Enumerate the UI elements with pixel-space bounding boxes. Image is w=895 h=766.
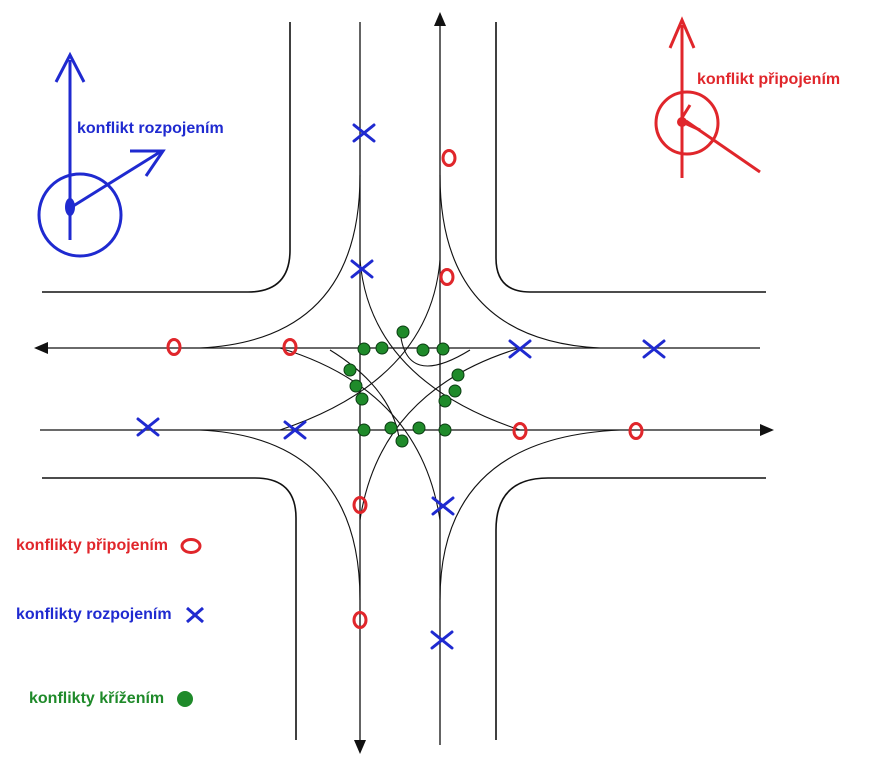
legend-cross: konflikty křížením xyxy=(29,689,199,709)
x-cross-icon xyxy=(186,606,205,624)
merge-circle xyxy=(654,90,720,156)
merge-conflict-marker xyxy=(628,422,644,440)
split-conflicts xyxy=(136,123,666,650)
merge-conflict-annotation: konflikt připojením xyxy=(697,71,841,88)
legend-split-label: konflikty rozpojením xyxy=(16,606,172,624)
crossing-conflict-marker xyxy=(448,384,462,398)
crossing-conflict-marker xyxy=(396,325,410,339)
crossing-conflict-marker xyxy=(343,363,357,377)
crossing-conflict-marker xyxy=(416,343,430,357)
turn-inner-right xyxy=(399,329,471,367)
merge-conflict-marker xyxy=(439,268,455,286)
turn-s-to-e xyxy=(359,259,521,431)
crossing-conflict-marker xyxy=(395,434,409,448)
split-conflict-marker xyxy=(642,339,666,359)
crossing-conflict-marker xyxy=(349,379,363,393)
merge-conflict-marker xyxy=(282,338,298,356)
merge-conflict-marker xyxy=(441,149,457,167)
crossing-conflict-marker xyxy=(357,342,371,356)
split-conflict-marker xyxy=(431,496,455,516)
crossing-conflict-marker xyxy=(451,368,465,382)
split-conflict-marker xyxy=(350,259,374,279)
turn-inner-left xyxy=(329,349,401,446)
turn-e-to-s xyxy=(359,347,521,521)
crossing-conflict-marker xyxy=(438,423,452,437)
curb-top-left xyxy=(42,22,291,293)
split-arrow-diag-head xyxy=(130,149,166,177)
road-curbs xyxy=(42,22,766,740)
split-center-dot xyxy=(65,198,75,216)
split-conflict-marker xyxy=(283,420,307,440)
merge-conflict-marker xyxy=(512,422,528,440)
split-conflict-illustration xyxy=(37,51,166,258)
turn-n-to-w xyxy=(279,259,441,431)
merge-conflict-marker xyxy=(352,496,368,514)
legend-merge-label: konflikty připojením xyxy=(16,537,169,555)
circle-ring-icon xyxy=(180,538,202,554)
crossing-conflict-marker xyxy=(436,342,450,356)
merge-conflict-marker xyxy=(352,611,368,629)
split-arrow-diag xyxy=(69,150,161,210)
merge-conflicts xyxy=(166,149,644,629)
split-conflict-annotation: konflikt rozpojením xyxy=(77,120,224,137)
crossing-conflict-marker xyxy=(375,341,389,355)
curb-top-right xyxy=(495,22,766,293)
turn-nw-outer xyxy=(199,174,361,349)
legend-merge: konflikty připojením xyxy=(16,537,204,555)
crossing-conflicts xyxy=(343,325,465,448)
curb-bottom-left xyxy=(42,477,297,740)
crossing-conflict-marker xyxy=(357,423,371,437)
split-conflict-marker xyxy=(508,339,532,359)
crossing-conflict-marker xyxy=(412,421,426,435)
crossing-conflict-marker xyxy=(438,394,452,408)
split-circle xyxy=(37,172,123,258)
turn-ne-outer xyxy=(439,174,601,349)
crossing-conflict-marker xyxy=(384,421,398,435)
merge-center-dot xyxy=(677,117,687,127)
curb-bottom-right xyxy=(495,477,766,740)
merge-conflict-illustration xyxy=(654,16,761,178)
merge-arrow-up-head xyxy=(668,16,696,49)
split-arrow-up-head xyxy=(54,51,86,83)
turn-sw-outer xyxy=(199,429,361,601)
split-conflict-marker xyxy=(136,417,160,437)
crossing-conflict-marker xyxy=(355,392,369,406)
turn-se-outer xyxy=(439,429,621,601)
filled-dot-icon xyxy=(176,691,193,707)
turn-w-to-n xyxy=(279,347,441,521)
split-conflict-marker xyxy=(430,630,454,650)
merge-conflict-marker xyxy=(166,338,182,356)
split-conflict-marker xyxy=(352,123,376,143)
legend-cross-label: konflikty křížením xyxy=(29,690,165,708)
legend-split: konflikty rozpojením xyxy=(16,605,208,625)
turning-paths xyxy=(199,174,621,601)
